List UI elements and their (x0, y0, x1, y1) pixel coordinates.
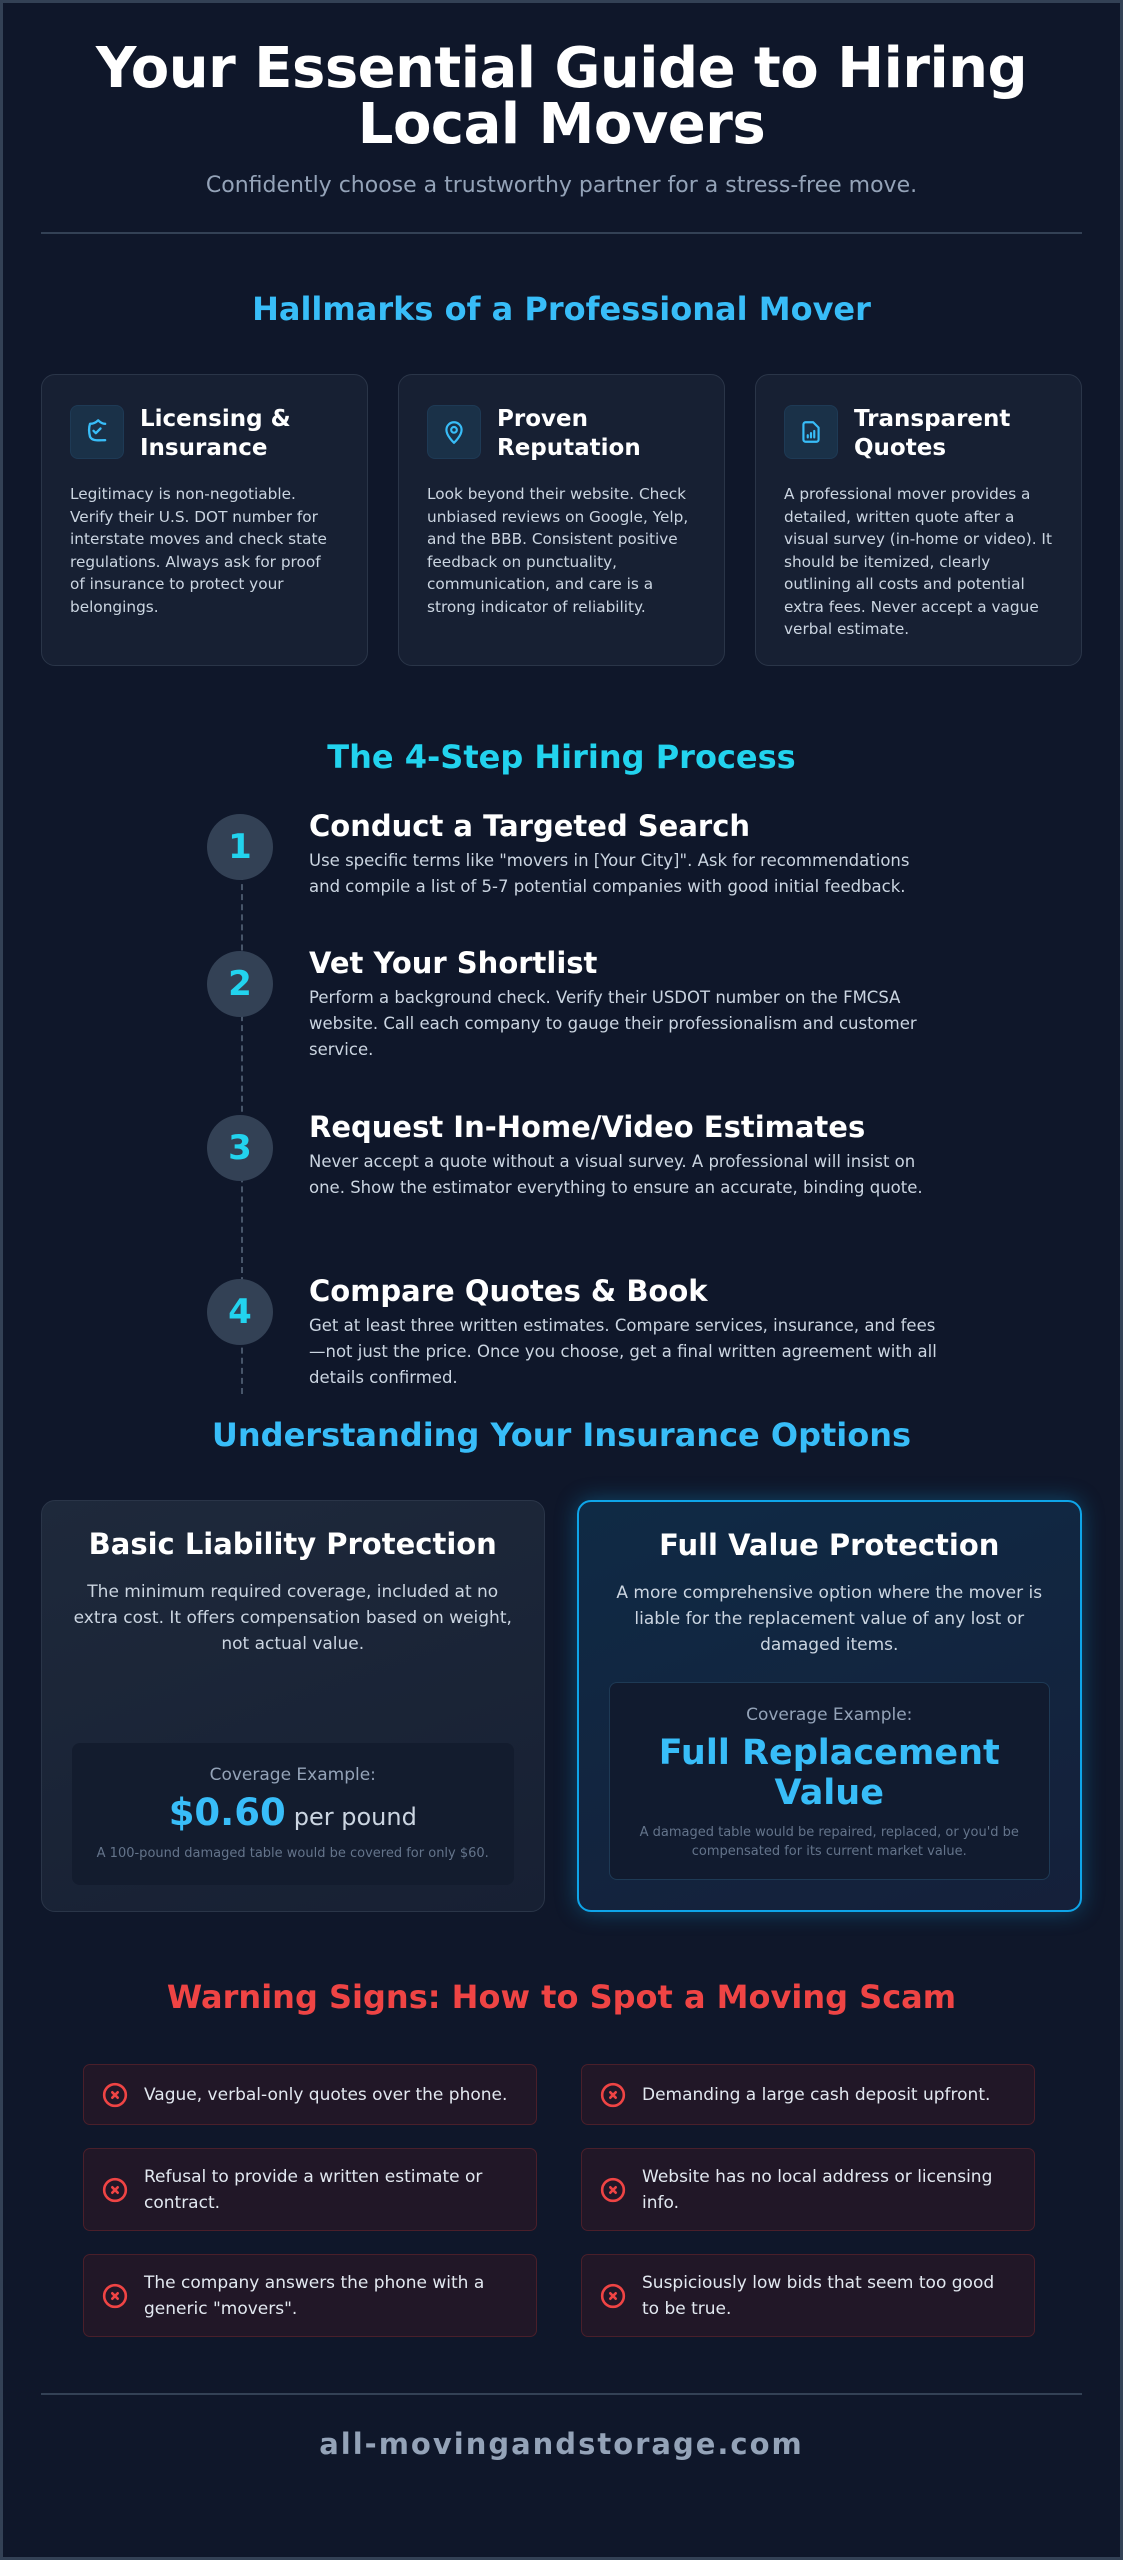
x-circle-icon (102, 2283, 128, 2308)
warning-item: Vague, verbal-only quotes over the phone… (83, 2064, 537, 2125)
warning-item: Refusal to provide a written estimate or… (83, 2148, 537, 2231)
hallmarks-title: Hallmarks of a Professional Mover (252, 290, 871, 328)
coverage-value-line: Value (774, 1773, 884, 1813)
card-title-line: Transparent (854, 406, 1011, 432)
insurance-card-title: Full Value Protection (659, 1528, 1000, 1562)
process-steps: 1 Conduct a Targeted Search Use specific… (3, 809, 1120, 1404)
warning-text: The company answers the phone with a gen… (144, 2272, 485, 2319)
card-title-line: Proven (497, 406, 588, 432)
coverage-note: A damaged table would be repaired, repla… (639, 1825, 1019, 1859)
hallmark-card-reputation: Proven Reputation Look beyond their webs… (398, 374, 725, 666)
page-title: Your Essential Guide to Hiring Local Mov… (3, 41, 1120, 153)
warning-item: Suspiciously low bids that seem too good… (581, 2254, 1035, 2337)
x-circle-icon (600, 2283, 626, 2308)
step-number-badge: 2 (207, 951, 273, 1017)
step-text: Get at least three written estimates. Co… (309, 1316, 937, 1387)
warning-text: Demanding a large cash deposit upfront. (642, 2084, 991, 2105)
coverage-example-label: Coverage Example: (209, 1765, 376, 1785)
document-chart-icon (784, 405, 838, 459)
full-value-card: Full Value Protection A more comprehensi… (576, 1500, 1082, 1912)
coverage-value: $0.60 (168, 1791, 286, 1834)
step-1: 1 Conduct a Targeted Search Use specific… (207, 809, 939, 900)
step-number-badge: 1 (207, 814, 273, 880)
step-number-badge: 3 (207, 1115, 273, 1181)
coverage-example-label: Coverage Example: (746, 1705, 913, 1725)
step-text: Perform a background check. Verify their… (309, 988, 917, 1059)
map-pin-icon (427, 405, 481, 459)
coverage-value: Full Replacement Value (620, 1733, 1040, 1813)
infographic-page: Your Essential Guide to Hiring Local Mov… (3, 3, 1120, 2557)
warning-item: Demanding a large cash deposit upfront. (581, 2064, 1035, 2125)
card-text: Look beyond their website. Check unbiase… (427, 485, 689, 616)
insurance-card-text: The minimum required coverage, included … (73, 1582, 512, 1654)
card-title-line: Insurance (140, 435, 268, 461)
hallmark-card-quotes: Transparent Quotes A professional mover … (755, 374, 1082, 666)
coverage-note: A 100-pound damaged table would be cover… (96, 1846, 489, 1861)
warning-item: Website has no local address or licensin… (581, 2148, 1035, 2231)
coverage-example: Coverage Example: Full Replacement Value… (608, 1682, 1050, 1880)
warning-text: Refusal to provide a written estimate or… (144, 2166, 483, 2213)
step-title: Vet Your Shortlist (309, 946, 598, 980)
insurance-options: Basic Liability Protection The minimum r… (41, 1500, 1082, 1912)
warning-text: Suspiciously low bids that seem too good… (642, 2272, 995, 2319)
page-subtitle: Confidently choose a trustworthy partner… (205, 173, 918, 198)
header: Your Essential Guide to Hiring Local Mov… (3, 3, 1120, 199)
footer-website: all-movingandstorage.com (319, 2427, 804, 2461)
warning-list: Vague, verbal-only quotes over the phone… (83, 2064, 1120, 2360)
card-title: Licensing & Insurance (140, 405, 291, 463)
shield-check-icon (70, 405, 124, 459)
x-circle-icon (600, 2082, 626, 2107)
basic-liability-card: Basic Liability Protection The minimum r… (41, 1500, 545, 1912)
step-number-badge: 4 (207, 1279, 273, 1345)
step-title: Request In-Home/Video Estimates (309, 1110, 866, 1144)
divider (41, 2393, 1082, 2395)
step-3: 3 Request In-Home/Video Estimates Never … (207, 1110, 939, 1201)
card-title: Proven Reputation (497, 405, 641, 463)
warnings-title: Warning Signs: How to Spot a Moving Scam (166, 1978, 957, 2016)
title-line-1: Your Essential Guide to Hiring (95, 36, 1028, 101)
title-line-2: Local Movers (357, 92, 766, 157)
insurance-title: Understanding Your Insurance Options (211, 1416, 912, 1454)
card-title-line: Quotes (854, 435, 947, 461)
insurance-card-title: Basic Liability Protection (88, 1527, 497, 1561)
x-circle-icon (102, 2082, 128, 2107)
warning-item: The company answers the phone with a gen… (83, 2254, 537, 2337)
card-text: Legitimacy is non-negotiable. Verify the… (70, 485, 327, 616)
warning-text: Website has no local address or licensin… (642, 2166, 993, 2213)
card-text: A professional mover provides a detailed… (784, 485, 1052, 638)
card-title-line: Licensing & (140, 406, 291, 432)
hallmarks-cards: Licensing & Insurance Legitimacy is non-… (41, 374, 1082, 666)
step-text: Use specific terms like "movers in [Your… (309, 851, 910, 896)
coverage-value-line: Full Replacement (658, 1733, 1000, 1773)
card-title-line: Reputation (497, 435, 641, 461)
card-title: Transparent Quotes (854, 405, 1010, 463)
x-circle-icon (600, 2177, 626, 2202)
hallmark-card-licensing: Licensing & Insurance Legitimacy is non-… (41, 374, 368, 666)
insurance-card-text: A more comprehensive option where the mo… (616, 1583, 1043, 1655)
process-title: The 4-Step Hiring Process (327, 738, 796, 776)
step-2: 2 Vet Your Shortlist Perform a backgroun… (207, 946, 939, 1063)
step-text: Never accept a quote without a visual su… (309, 1152, 923, 1197)
x-circle-icon (102, 2177, 128, 2202)
step-title: Conduct a Targeted Search (309, 809, 751, 843)
step-4: 4 Compare Quotes & Book Get at least thr… (207, 1274, 939, 1391)
warning-text: Vague, verbal-only quotes over the phone… (144, 2084, 508, 2105)
coverage-unit: per pound (293, 1803, 417, 1831)
step-title: Compare Quotes & Book (309, 1274, 708, 1308)
divider (41, 232, 1082, 234)
